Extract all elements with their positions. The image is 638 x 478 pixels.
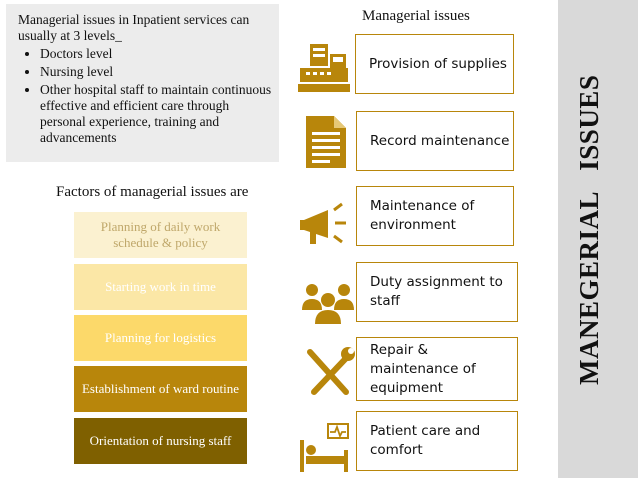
vertical-title: MANEGERIAL ISSUES bbox=[574, 74, 604, 385]
intro-bullet-list: Doctors level Nursing level Other hospit… bbox=[18, 46, 273, 146]
issue-environment-maintenance: Maintenance of environment bbox=[356, 186, 514, 246]
megaphone-icon bbox=[300, 202, 346, 244]
issue-equipment-repair: Repair & maintenance of equipment bbox=[356, 337, 518, 401]
intro-text: Managerial issues in Inpatient services … bbox=[18, 12, 250, 43]
issue-record-maintenance: Record maintenance bbox=[356, 111, 514, 171]
factor-planning-daily-work: Planning of daily work schedule & policy bbox=[74, 212, 247, 258]
issue-provision-of-supplies: Provision of supplies bbox=[355, 34, 514, 94]
issue-patient-care: Patient care and comfort bbox=[356, 411, 518, 471]
cash-register-icon bbox=[298, 44, 350, 92]
intro-box: Managerial issues in Inpatient services … bbox=[6, 4, 279, 162]
vertical-title-band bbox=[558, 0, 638, 478]
factor-planning-logistics: Planning for logistics bbox=[74, 315, 247, 361]
factors-title: Factors of managerial issues are bbox=[56, 184, 249, 200]
managerial-issues-title: Managerial issues bbox=[362, 8, 470, 24]
tools-icon bbox=[307, 347, 355, 395]
issue-duty-assignment: Duty assignment to staff bbox=[356, 262, 518, 322]
bullet-nursing: Nursing level bbox=[40, 64, 273, 80]
staff-group-icon bbox=[302, 284, 354, 324]
hospital-bed-icon bbox=[300, 423, 349, 472]
factor-nursing-orientation: Orientation of nursing staff bbox=[74, 418, 247, 464]
factor-ward-routine: Establishment of ward routine bbox=[74, 366, 247, 412]
document-icon bbox=[306, 116, 346, 168]
factor-starting-work: Starting work in time bbox=[74, 264, 247, 310]
bullet-other-staff: Other hospital staff to maintain continu… bbox=[40, 82, 273, 146]
bullet-doctors: Doctors level bbox=[40, 46, 273, 62]
